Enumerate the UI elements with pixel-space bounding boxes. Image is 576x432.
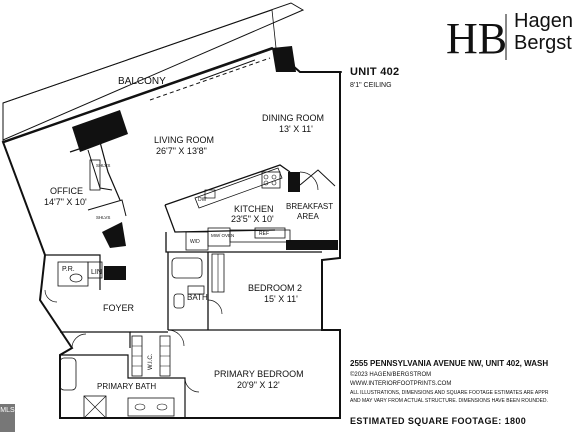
shelves-label-1: SHLVS [96, 163, 110, 168]
breakfast-area-label: AREA [297, 212, 319, 221]
living-room-label: LIVING ROOM [154, 135, 214, 145]
office-dims: 14'7" X 10' [44, 197, 87, 207]
brand-name: Hagen Bergst [514, 10, 573, 54]
shelves-label-2: SHLVS [96, 215, 110, 220]
breakfast-label: BREAKFAST [286, 202, 333, 211]
disclaimer-line-1: ALL ILLUSTRATIONS, DIMENSIONS AND SQUARE… [350, 390, 549, 396]
kitchen-wall-block [288, 172, 300, 192]
hagen-bergstrom-logo: HB [446, 14, 507, 63]
logo-monogram: HB [446, 14, 507, 63]
copyright-line: ©2023 HAGEN/BERGSTROM [350, 372, 432, 378]
living-room-dims: 26'7" X 13'8" [156, 146, 207, 156]
kitchen-dims: 23'5" X 10' [231, 214, 274, 224]
kitchen-bottom-wall [286, 240, 338, 250]
dining-room-dims: 13' X 11' [279, 124, 313, 134]
refrigerator-label: REF [259, 231, 269, 237]
kitchen-label: KITCHEN [234, 204, 274, 214]
mls-watermark: MLS [0, 404, 15, 432]
square-footage: ESTIMATED SQUARE FOOTAGE: 1800 [350, 416, 527, 426]
website-line: WWW.INTERIORFOOTPRINTS.COM [350, 381, 452, 387]
wic-label: W.I.C. [148, 353, 154, 370]
balcony-wall-block [272, 46, 296, 72]
ceiling-height: 8'1" CEILING [350, 82, 392, 89]
foyer-label: FOYER [103, 303, 135, 313]
dishwasher-label: DW [198, 197, 207, 203]
living-wall-block [72, 110, 128, 152]
unit-title: UNIT 402 [350, 66, 400, 78]
bath-label: BATH [187, 293, 208, 302]
office-label: OFFICE [50, 186, 83, 196]
primary-bedroom-dims: 20'9" X 12' [237, 380, 280, 390]
balcony-outline [2, 2, 305, 141]
office-wall-block [102, 222, 126, 248]
lin-label: LIN [91, 269, 102, 276]
washer-dryer-label: W/D [190, 239, 200, 245]
disclaimer-line-2: AND MAY VARY FROM ACTUAL STRUCTURE. DIME… [350, 398, 548, 404]
microwave-oven-label: MW/ OVEN [211, 233, 234, 238]
primary-bath-label: PRIMARY BATH [97, 382, 156, 391]
bedroom-2-dims: 15' X 11' [264, 294, 298, 304]
bedroom-2-label: BEDROOM 2 [248, 283, 302, 293]
pr-wall-block [104, 266, 126, 280]
dining-room-label: DINING ROOM [262, 113, 324, 123]
pr-label: P.R. [62, 266, 75, 273]
primary-bedroom-label: PRIMARY BEDROOM [214, 369, 304, 379]
address-line: 2555 PENNSYLVANIA AVENUE NW, UNIT 402, W… [350, 359, 549, 368]
balcony-label: BALCONY [118, 76, 166, 87]
exterior-walls [1, 46, 341, 419]
